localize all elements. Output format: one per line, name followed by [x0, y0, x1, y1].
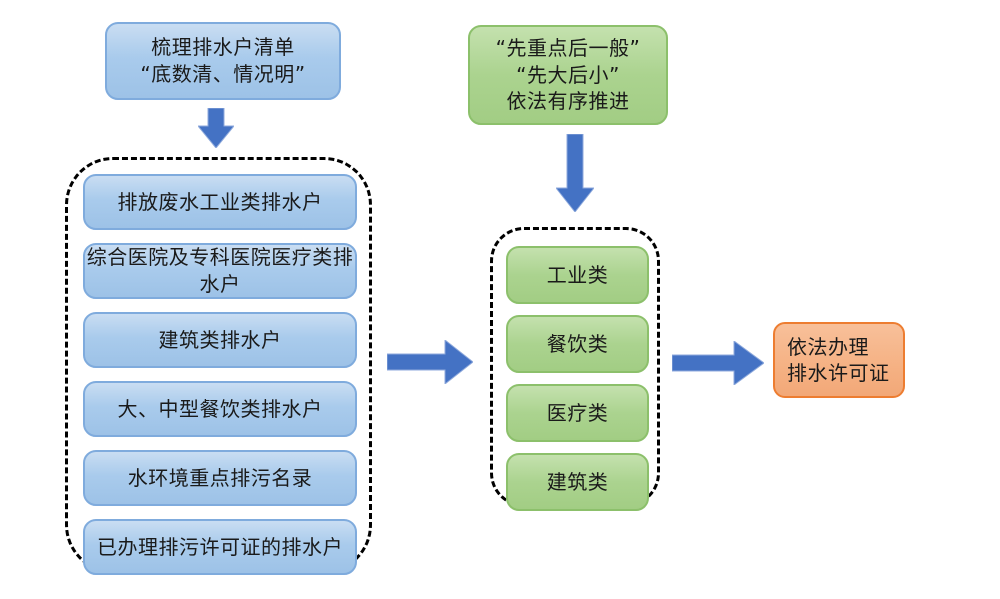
list-item-label: 排放废水工业类排水户	[117, 189, 323, 214]
category-item-industrial: 工业类	[506, 246, 649, 304]
result-box-line1: 依法办理	[787, 335, 869, 359]
arrow-down-icon	[198, 108, 234, 148]
category-item-construction: 建筑类	[506, 453, 649, 511]
arrow-right-icon	[387, 340, 473, 384]
list-item-catering: 大、中型餐饮类排水户	[83, 381, 357, 437]
header-box-drainage-list: 梳理排水户清单 “底数清、情况明”	[105, 22, 341, 100]
category-item-label: 医疗类	[546, 400, 609, 425]
list-item-label: 大、中型餐饮类排水户	[117, 396, 323, 421]
result-box-permit: 依法办理 排水许可证	[773, 322, 905, 398]
list-item-construction: 建筑类排水户	[83, 312, 357, 368]
header-box-principles: “先重点后一般” “先大后小” 依法有序推进	[468, 25, 668, 125]
category-item-label: 餐饮类	[546, 331, 609, 356]
category-group: 工业类 餐饮类 医疗类 建筑类	[490, 227, 660, 511]
arrow-down-icon	[556, 134, 594, 212]
arrow-down-shape	[556, 134, 594, 212]
arrow-down-shape	[198, 108, 234, 148]
category-item-label: 工业类	[546, 262, 609, 287]
header-box-principles-line3: 依法有序推进	[506, 89, 630, 114]
list-item-hospital-medical: 综合医院及专科医院医疗类排水户	[83, 243, 357, 299]
header-box-principles-line1: “先重点后一般”	[495, 35, 641, 60]
arrow-right-icon	[672, 341, 764, 385]
list-item-key-pollutant-list: 水环境重点排污名录	[83, 450, 357, 506]
list-item-label: 综合医院及专科医院医疗类排水户	[86, 245, 354, 296]
list-item-label: 已办理排污许可证的排水户	[97, 534, 343, 559]
header-box-principles-line2: “先大后小”	[516, 62, 620, 87]
list-item-label: 水环境重点排污名录	[127, 465, 313, 490]
arrow-right-shape	[672, 341, 764, 385]
list-item-label: 建筑类排水户	[158, 327, 282, 352]
drainage-types-group: 排放废水工业类排水户 综合医院及专科医院医疗类排水户 建筑类排水户 大、中型餐饮…	[65, 157, 372, 575]
category-item-catering: 餐饮类	[506, 315, 649, 373]
category-item-label: 建筑类	[546, 469, 609, 494]
header-box-drainage-list-line2: “底数清、情况明”	[140, 62, 306, 86]
list-item-industrial-wastewater: 排放废水工业类排水户	[83, 174, 357, 230]
result-box-line2: 排水许可证	[787, 361, 890, 385]
arrow-right-shape	[387, 340, 473, 384]
header-box-drainage-list-line1: 梳理排水户清单	[151, 35, 295, 60]
category-item-medical: 医疗类	[506, 384, 649, 442]
list-item-licensed-discharge: 已办理排污许可证的排水户	[83, 519, 357, 575]
